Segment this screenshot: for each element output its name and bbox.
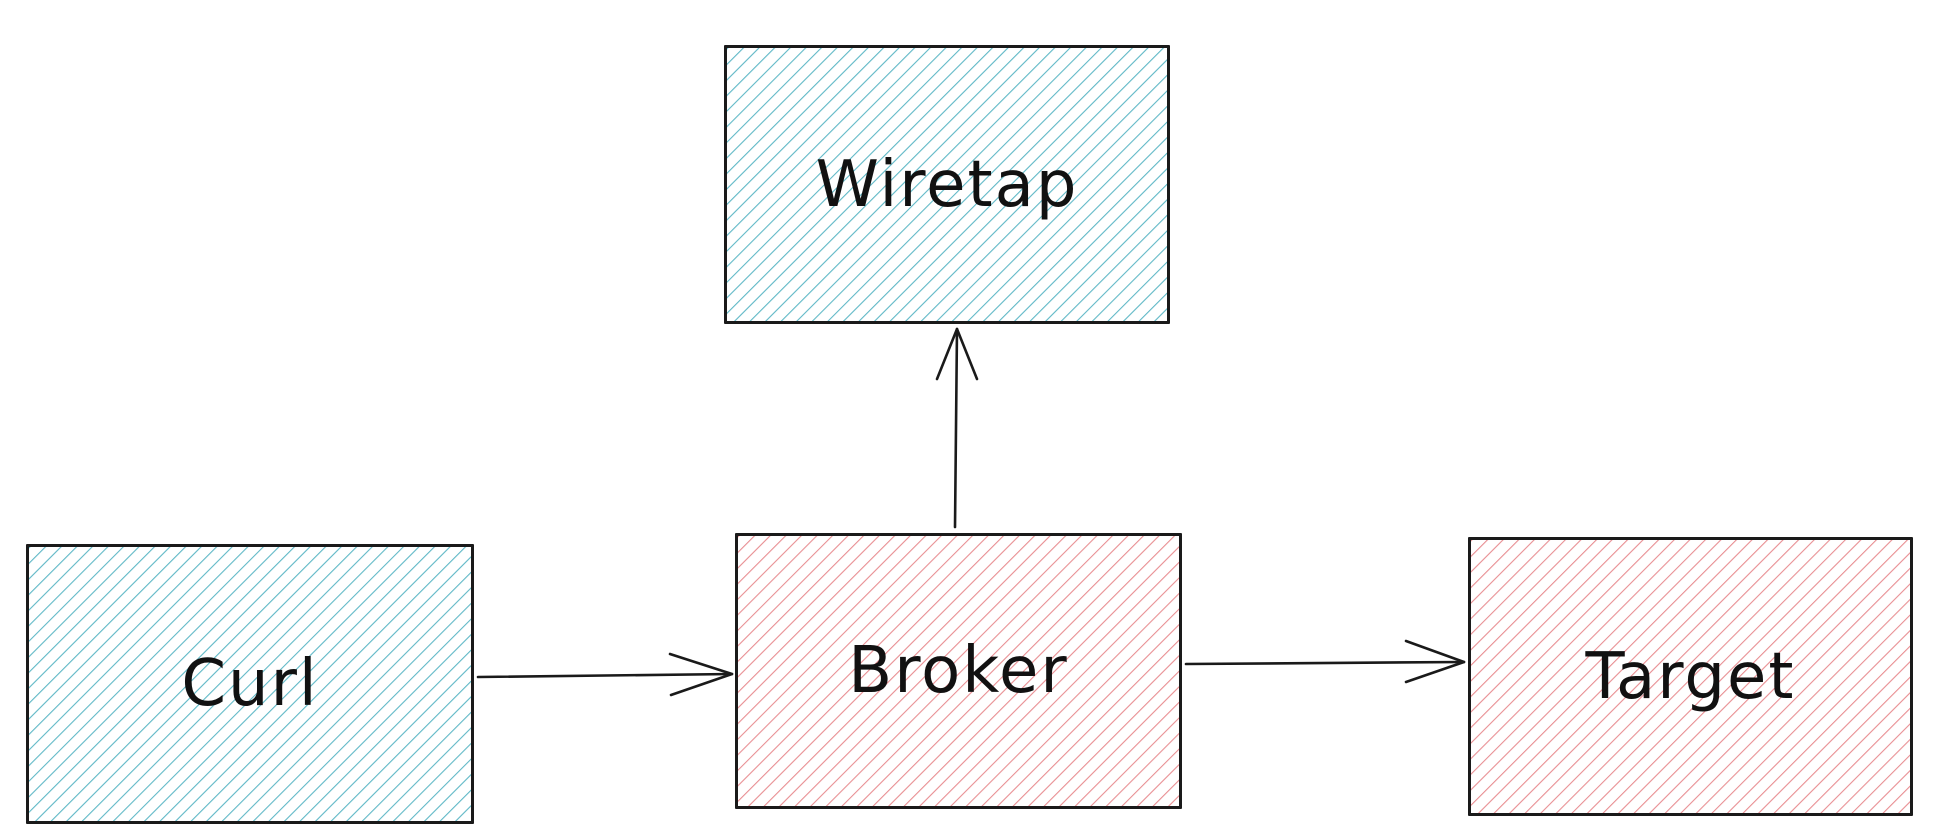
curl-label: Curl (181, 647, 319, 721)
arrow-broker-to-wiretap (953, 327, 959, 529)
arrow-curl-to-broker (476, 672, 734, 679)
arrow-broker-to-target (1184, 660, 1466, 666)
red-hatch-fill (1471, 540, 1910, 813)
target-node[interactable]: Target (1468, 537, 1913, 816)
broker-node[interactable]: Broker (735, 533, 1182, 809)
blue-hatch-fill (29, 547, 471, 821)
wiretap-label: Wiretap (815, 147, 1079, 222)
red-hatch-fill (738, 536, 1179, 806)
wiretap-node[interactable]: Wiretap (724, 45, 1170, 324)
arrowhead-broker-to-wiretap (935, 327, 979, 381)
target-label: Target (1585, 639, 1796, 714)
arrowhead-broker-to-target (1404, 639, 1466, 684)
curl-node[interactable]: Curl (26, 544, 474, 824)
arrowhead-curl-to-broker (668, 652, 734, 697)
blue-hatch-fill (727, 48, 1167, 321)
broker-label: Broker (848, 634, 1069, 708)
